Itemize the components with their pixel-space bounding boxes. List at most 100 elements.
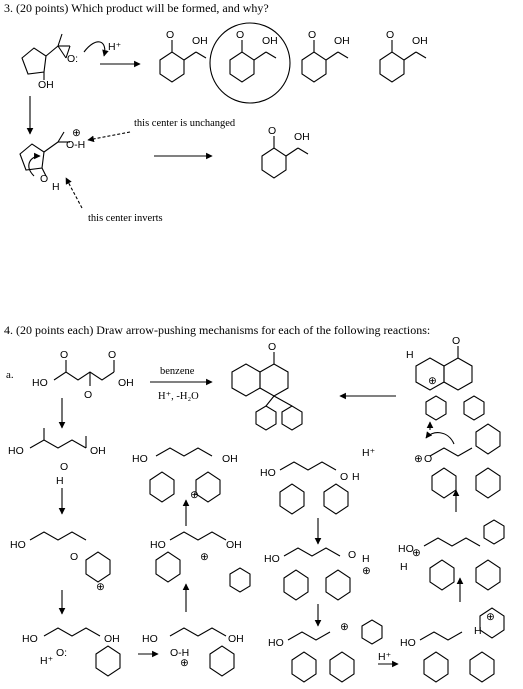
epoxide-starting-material: [21, 33, 71, 80]
product-option-2: [229, 40, 277, 83]
enol-acid-right: OH: [90, 445, 106, 457]
protalc-oxonium: O-H: [170, 647, 189, 659]
arc-oxygen: O: [424, 453, 432, 465]
rearomatized-adduct: [43, 627, 121, 677]
product-3-ketone: O: [308, 29, 316, 41]
acylium-pre-acid-left: HO: [260, 467, 276, 479]
oxonium-label: O-H: [66, 139, 85, 151]
diphenyl-adduct-protonated: [149, 447, 221, 503]
adduct-charge: ⊕: [96, 581, 105, 593]
rearo-acid-right: OH: [104, 633, 120, 645]
acylium-pre-h: H: [352, 471, 360, 483]
phenyl-adduct: [29, 531, 111, 583]
inverts-pointer: [65, 177, 83, 209]
product-1-hydroxyl: OH: [192, 35, 208, 47]
enol-hydrogen: H: [56, 475, 64, 487]
benzylic-charge: ⊕: [200, 551, 209, 563]
acylium-ring-closure: [429, 423, 501, 499]
protonated-alcohol: [169, 627, 235, 677]
owl-charge: ⊕: [362, 565, 371, 577]
benzene-reagent: benzene: [160, 366, 195, 377]
oxonium-charge: ⊕: [72, 127, 81, 139]
proton-label: H⁺: [108, 41, 122, 53]
start-acid-left: HO: [32, 377, 48, 389]
protonated-epoxide-intermediate: [19, 131, 70, 177]
start-ketone: O: [84, 389, 92, 401]
acylium-precursor: [279, 461, 349, 515]
dpa-acid-left: HO: [132, 453, 148, 465]
dap-ho: HO: [398, 543, 414, 555]
dpa-charge: ⊕: [190, 489, 199, 501]
adduct-oxygen: O: [70, 551, 78, 563]
aryl-ketone-cation: [419, 607, 505, 683]
rearo-oxygen: O:: [56, 647, 67, 659]
oxonium-water-leaving: [283, 547, 351, 601]
protalc-acid-right: OH: [228, 633, 244, 645]
cation-acid-right: OH: [226, 539, 242, 551]
final-ketone: O: [268, 125, 276, 137]
enol-acid-left: HO: [8, 445, 24, 457]
final-product-q3: [261, 136, 309, 179]
product-3-hydroxyl: OH: [334, 35, 350, 47]
adduct-acid-left: HO: [10, 539, 26, 551]
enol-oxygen: O: [60, 461, 68, 473]
acid-conditions: H⁺, -H₂O: [158, 391, 199, 402]
protalc-acid-left: HO: [142, 633, 158, 645]
protalc-charge: ⊕: [180, 657, 189, 669]
dap-h: H: [400, 561, 408, 573]
akc-acid-left: HO: [400, 637, 416, 649]
enol-intermediate: [29, 428, 87, 449]
cation-acid-left: HO: [150, 539, 166, 551]
product-4-hydroxyl: OH: [412, 35, 428, 47]
owl-acid-left: HO: [264, 553, 280, 565]
hydroxyl-label: OH: [38, 79, 54, 91]
cation-charge: ⊕: [428, 375, 437, 387]
rearo-proton: H⁺: [40, 655, 54, 667]
product-option-1: [159, 40, 207, 83]
product-4-ketone: O: [386, 29, 394, 41]
product-option-3: [301, 40, 349, 83]
start-carbonyl-left: O: [60, 349, 68, 361]
owl-h1: H: [362, 553, 370, 565]
product-option-4: [379, 40, 427, 83]
keto-diacid-start: [53, 360, 115, 386]
start-acid-right: OH: [118, 377, 134, 389]
start-carbonyl-right: O: [108, 349, 116, 361]
cation-hydrogen: H: [406, 349, 414, 361]
migration-arrow: [28, 152, 41, 177]
product-1-ketone: O: [166, 29, 174, 41]
product-2-ketone: O: [236, 29, 244, 41]
epoxide-oxygen: O:: [67, 53, 78, 65]
part-a-label: a.: [6, 369, 14, 381]
acylium-pre-oxygen: O: [340, 471, 348, 483]
acylium-charge: ⊕: [340, 621, 349, 633]
tetralone-ketone: O: [268, 341, 276, 353]
cation-ketone: O: [452, 335, 460, 347]
akc-h: H: [474, 625, 482, 637]
unchanged-pointer: [87, 131, 131, 143]
question-3-title: 3. (20 points) Which product will be for…: [4, 1, 269, 15]
inverts-center-note: this center inverts: [88, 213, 163, 224]
rearo-acid-left: HO: [22, 633, 38, 645]
cyclized-cation: [415, 346, 485, 421]
akc-charge: ⊕: [486, 611, 495, 623]
selected-product-circle: [209, 22, 291, 104]
ring-closure-arrow: [425, 431, 455, 445]
acylium-pre-proton: H⁺: [362, 447, 376, 459]
question-4-title: 4. (20 points each) Draw arrow-pushing m…: [4, 323, 431, 337]
acylium-acid-left: HO: [268, 637, 284, 649]
unchanged-center-note: this center is unchanged: [134, 118, 236, 129]
dpa-acid-right: OH: [222, 453, 238, 465]
dap-charge: ⊕: [412, 547, 421, 559]
diphenyl-acid-protonated: [423, 519, 505, 591]
acylium-ion: [287, 619, 383, 683]
curved-arrow: [83, 41, 109, 57]
hydroxyl-hydrogen: H: [52, 181, 60, 193]
tetralone-product: [231, 352, 303, 431]
owl-oxygen: O: [348, 549, 356, 561]
benzylic-cation: [155, 531, 251, 593]
final-hydroxyl: OH: [294, 131, 310, 143]
product-2-hydroxyl: OH: [262, 35, 278, 47]
arc-charge: ⊕: [414, 453, 423, 465]
